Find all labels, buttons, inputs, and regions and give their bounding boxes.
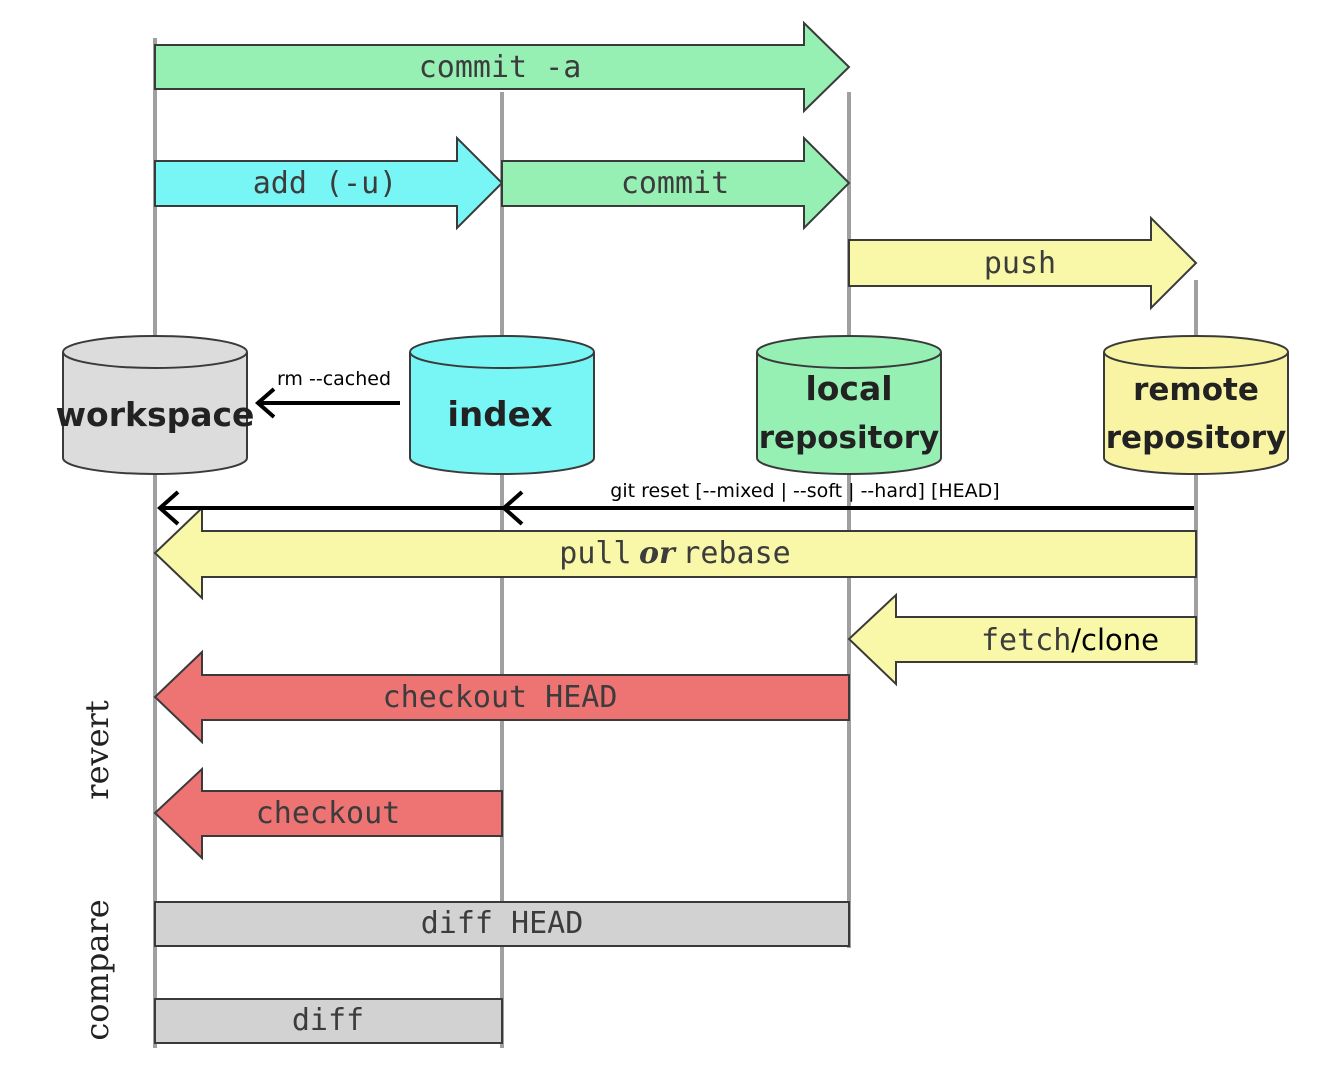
compare-side-label: compare [78, 899, 116, 1040]
git-reset-arrow: git reset [--mixed | --soft | --hard] [H… [156, 480, 1194, 526]
fetch-word: fetch [981, 623, 1071, 658]
remote-repository-database: remote repository [1103, 335, 1289, 475]
local-repository-line2: repository [759, 420, 940, 456]
index-database: index [409, 335, 595, 475]
rm-cached-arrow: rm --cached [254, 368, 400, 419]
rm-cached-label: rm --cached [277, 368, 391, 390]
remote-repository-line2: repository [1106, 420, 1287, 456]
checkout-label: checkout [256, 796, 401, 831]
fetch-clone-label: fetch/clone [981, 623, 1159, 658]
checkout-head-label: checkout HEAD [383, 680, 618, 715]
checkout-arrow: checkout [153, 766, 503, 861]
or-word: or [639, 536, 677, 571]
diff-bar: diff [154, 998, 503, 1044]
pull-word: pull [559, 536, 631, 571]
push-label: push [984, 246, 1056, 281]
commit-arrow: commit [501, 135, 851, 231]
local-repository-line1: local [805, 369, 892, 408]
push-arrow: push [848, 215, 1198, 311]
fetch-clone-arrow: fetch/clone [847, 592, 1197, 687]
commit-label: commit [621, 166, 729, 201]
clone-word: /clone [1071, 623, 1159, 657]
checkout-head-arrow: checkout HEAD [153, 649, 850, 745]
workspace-label: workspace [56, 395, 255, 434]
add-u-label: add (-u) [253, 166, 398, 201]
pull-or-rebase-arrow: pull or rebase [153, 505, 1197, 601]
commit-a-arrow: commit -a [154, 20, 851, 114]
rebase-word: rebase [682, 536, 790, 571]
pull-or-rebase-label: pull or rebase [559, 536, 790, 571]
local-repository-database: local repository [756, 335, 942, 475]
add-u-arrow: add (-u) [154, 135, 504, 231]
remote-repository-line1: remote [1133, 372, 1259, 408]
diff-label: diff [292, 1003, 364, 1038]
revert-side-label: revert [78, 700, 116, 800]
index-label: index [447, 395, 552, 435]
workspace-database: workspace [56, 335, 255, 475]
diff-head-bar: diff HEAD [154, 901, 850, 947]
diff-head-label: diff HEAD [421, 906, 584, 941]
git-reset-label: git reset [--mixed | --soft | --hard] [H… [610, 480, 999, 502]
commit-a-label: commit -a [419, 50, 582, 85]
